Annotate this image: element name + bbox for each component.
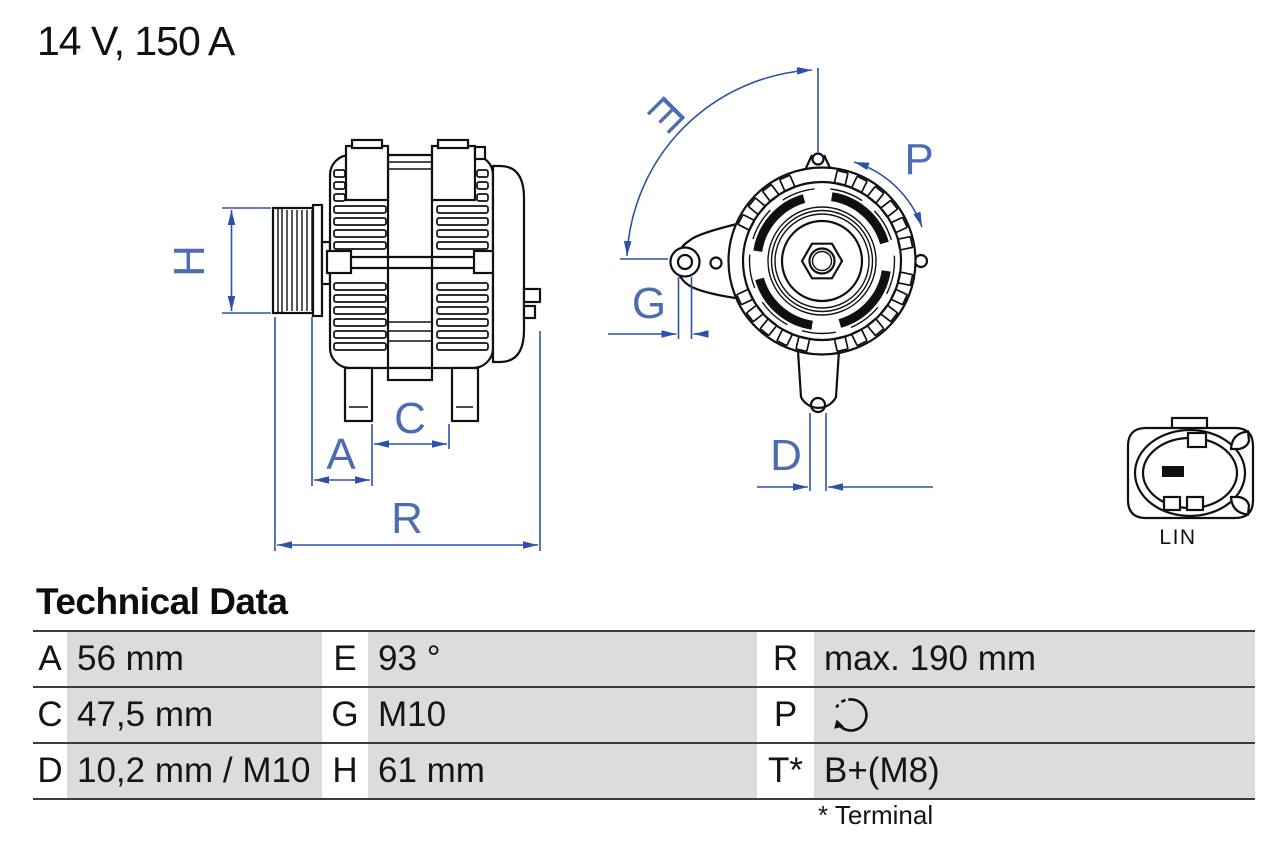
dim-label-p: P: [904, 135, 933, 184]
dim-value-p: [814, 688, 1255, 742]
connector-diagram: LIN: [1126, 416, 1255, 549]
connector-pin: [1162, 466, 1184, 477]
rotation-direction-icon: [834, 698, 868, 732]
dim-label-a: A: [326, 430, 356, 479]
dim-value-h: 61 mm: [368, 744, 757, 798]
product-rating: 14 V, 150 A: [37, 18, 235, 64]
connector-label: LIN: [1159, 526, 1196, 549]
alternator-front: [669, 152, 929, 414]
terminal-footnote: * Terminal: [818, 800, 934, 830]
dim-key-r: R: [757, 632, 814, 686]
dim-label-h: H: [165, 245, 214, 277]
dim-value-c: 47,5 mm: [67, 688, 322, 742]
dim-value-g: M10: [368, 688, 757, 742]
dim-key-a: A: [33, 632, 67, 686]
side-view-dimensions: H A C R: [165, 207, 541, 551]
dim-value-e: 93 °: [368, 632, 757, 686]
dim-label-c: C: [394, 394, 426, 443]
table-row: D 10,2 mm / M10 H 61 mm T* B+(M8): [33, 744, 1255, 800]
dim-label-e: E: [639, 87, 694, 142]
dim-key-t: T*: [757, 744, 814, 798]
pulley: [271, 203, 332, 318]
dim-value-t: B+(M8): [814, 744, 1255, 798]
dim-key-g: G: [322, 688, 368, 742]
technical-data-heading: Technical Data: [36, 581, 288, 622]
dim-key-c: C: [33, 688, 67, 742]
table-row: A 56 mm E 93 ° R max. 190 mm: [33, 632, 1255, 688]
table-row: C 47,5 mm G M10 P: [33, 688, 1255, 744]
alternator-housing-side: [325, 138, 542, 423]
dim-label-r: R: [391, 494, 423, 543]
dim-label-g: G: [632, 279, 666, 328]
dim-label-d: D: [770, 431, 802, 480]
dim-key-h: H: [322, 744, 368, 798]
dim-value-d: 10,2 mm / M10: [67, 744, 322, 798]
dim-key-e: E: [322, 632, 368, 686]
technical-data-table: A 56 mm E 93 ° R max. 190 mm C 47,5 mm G…: [33, 630, 1255, 800]
dim-key-p: P: [757, 688, 814, 742]
technical-drawing: H A C R: [165, 67, 1255, 551]
dim-value-a: 56 mm: [67, 632, 322, 686]
dim-key-d: D: [33, 744, 67, 798]
side-view: H A C R: [165, 138, 542, 551]
front-view: E G P D: [608, 67, 934, 491]
dim-value-r: max. 190 mm: [814, 632, 1255, 686]
